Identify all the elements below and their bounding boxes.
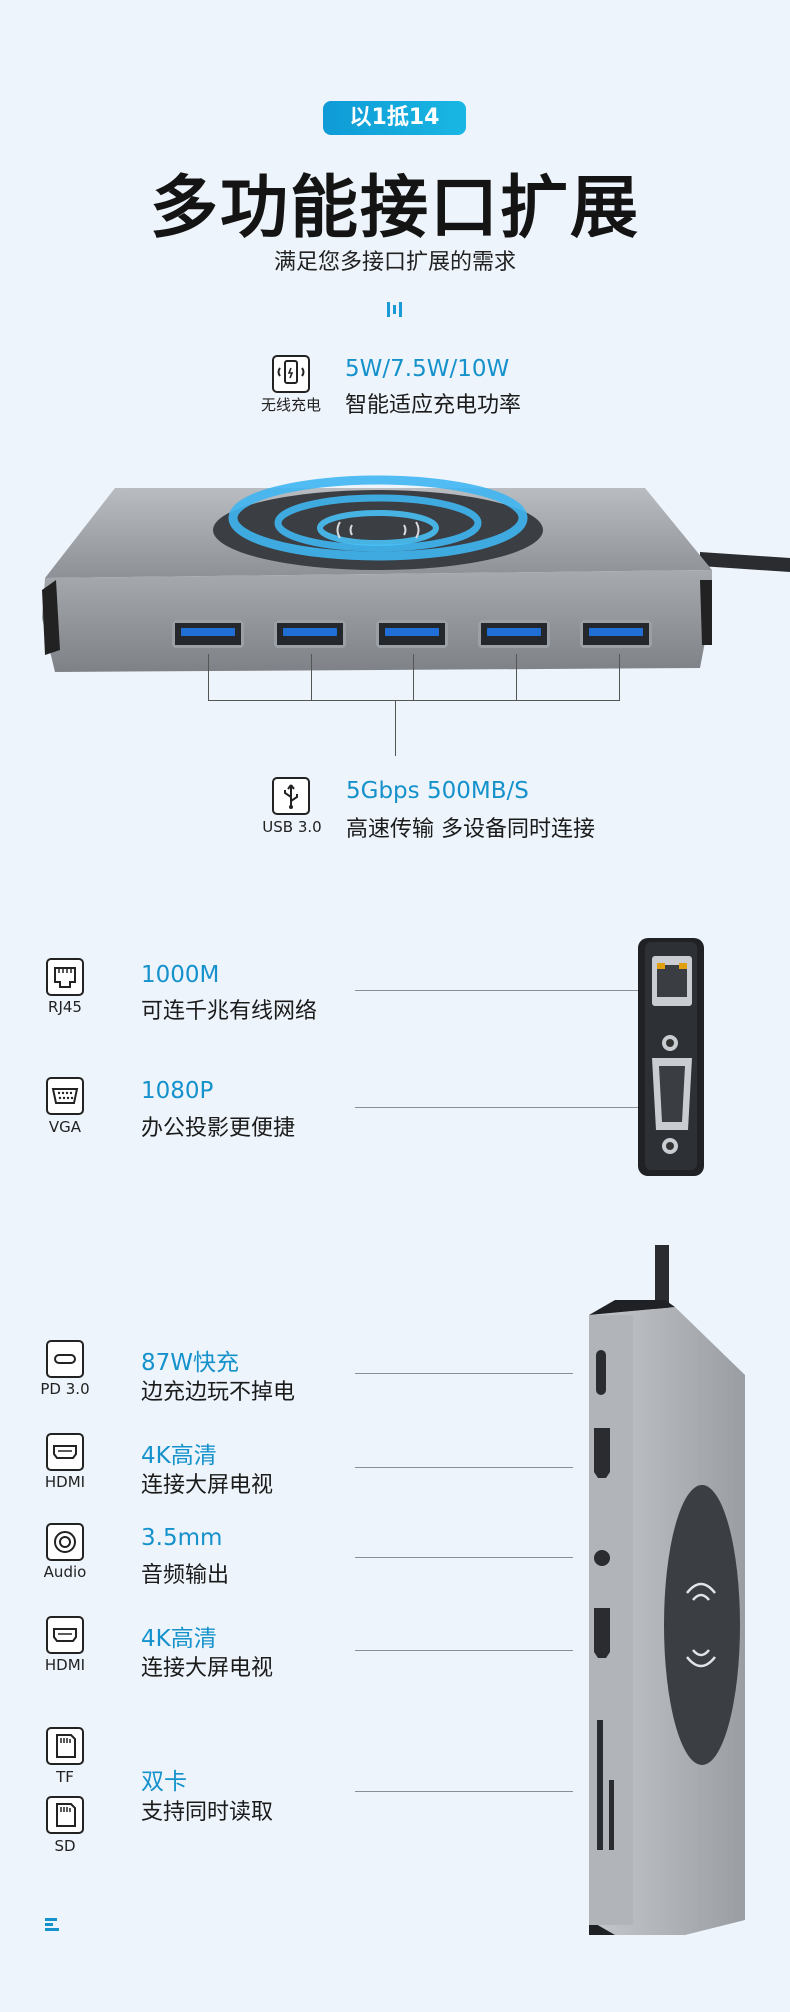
- rj45-label: RJ45: [48, 998, 82, 1016]
- pd-label: PD 3.0: [40, 1380, 90, 1398]
- usb-label: USB 3.0: [262, 818, 322, 836]
- usb-spec: 5Gbps 500MB/S: [346, 778, 529, 804]
- hdmi-port-icon: [46, 1433, 84, 1471]
- usb-c-port-icon: [46, 1340, 84, 1378]
- vga-leader: [355, 1107, 645, 1108]
- usb-icon: [272, 777, 310, 815]
- wireless-desc: 智能适应充电功率: [345, 393, 522, 418]
- rj45-spec: 1000M: [141, 962, 220, 988]
- hdmi-port-icon: [46, 1616, 84, 1654]
- usb-leader: [619, 654, 620, 701]
- usb-bracket-line: [208, 700, 620, 701]
- usb-a-port-5: [580, 620, 652, 648]
- card-desc: 支持同时读取: [141, 1800, 274, 1825]
- audio-leader: [355, 1557, 573, 1558]
- usb-leader: [311, 654, 312, 701]
- vga-desc: 办公投影更便捷: [141, 1116, 296, 1141]
- sd-label: SD: [54, 1837, 76, 1855]
- usb-a-port-1: [172, 620, 244, 648]
- rj45-leader: [355, 990, 645, 991]
- hdmi-label-1: HDMI: [44, 1473, 86, 1491]
- page-subtitle: 满足您多接口扩展的需求: [273, 250, 516, 275]
- section-mark-icon: [387, 302, 403, 317]
- hub-side-illustration: [638, 938, 704, 1176]
- vga-label: VGA: [48, 1118, 82, 1136]
- audio-jack-icon: [46, 1523, 84, 1561]
- card-spec: 双卡: [141, 1769, 187, 1795]
- wireless-charging-icon: [272, 355, 310, 393]
- tf-card-icon: [46, 1727, 84, 1765]
- wireless-spec: 5W/7.5W/10W: [345, 356, 510, 382]
- count-badge: 以1抵14: [323, 101, 466, 135]
- usb-leader-stem: [395, 700, 396, 756]
- usb-a-port-3: [376, 620, 448, 648]
- hub-bottom-illustration: [589, 1245, 745, 1935]
- tf-label: TF: [56, 1768, 74, 1786]
- page-title: 多功能接口扩展: [149, 169, 640, 248]
- hdmi-spec-2: 4K高清: [141, 1626, 217, 1652]
- card-leader: [355, 1791, 573, 1792]
- usb-leader: [413, 654, 414, 701]
- pd-leader: [355, 1373, 573, 1374]
- audio-desc: 音频输出: [141, 1563, 230, 1588]
- pd-desc: 边充边玩不掉电: [141, 1380, 296, 1405]
- hdmi-desc-2: 连接大屏电视: [141, 1656, 274, 1681]
- vga-port-icon: [46, 1077, 84, 1115]
- pd-spec: 87W快充: [141, 1350, 240, 1376]
- usb-leader: [516, 654, 517, 701]
- usb-a-port-2: [274, 620, 346, 648]
- hdmi-label-2: HDMI: [44, 1656, 86, 1674]
- rj45-desc: 可连千兆有线网络: [141, 999, 318, 1024]
- wireless-charging-label: 无线充电: [260, 396, 321, 414]
- usb-desc: 高速传输 多设备同时连接: [346, 817, 595, 842]
- sd-card-icon: [46, 1796, 84, 1834]
- hdmi-leader-1: [355, 1467, 573, 1468]
- hdmi-spec-1: 4K高清: [141, 1443, 217, 1469]
- ethernet-port-icon: [46, 958, 84, 996]
- usb-a-port-4: [478, 620, 550, 648]
- usb-leader: [208, 654, 209, 701]
- footer-mark-icon: [45, 1918, 61, 1932]
- audio-spec: 3.5mm: [141, 1525, 223, 1551]
- hdmi-leader-2: [355, 1650, 573, 1651]
- vga-spec: 1080P: [141, 1078, 214, 1104]
- audio-label: Audio: [43, 1563, 87, 1581]
- hdmi-desc-1: 连接大屏电视: [141, 1473, 274, 1498]
